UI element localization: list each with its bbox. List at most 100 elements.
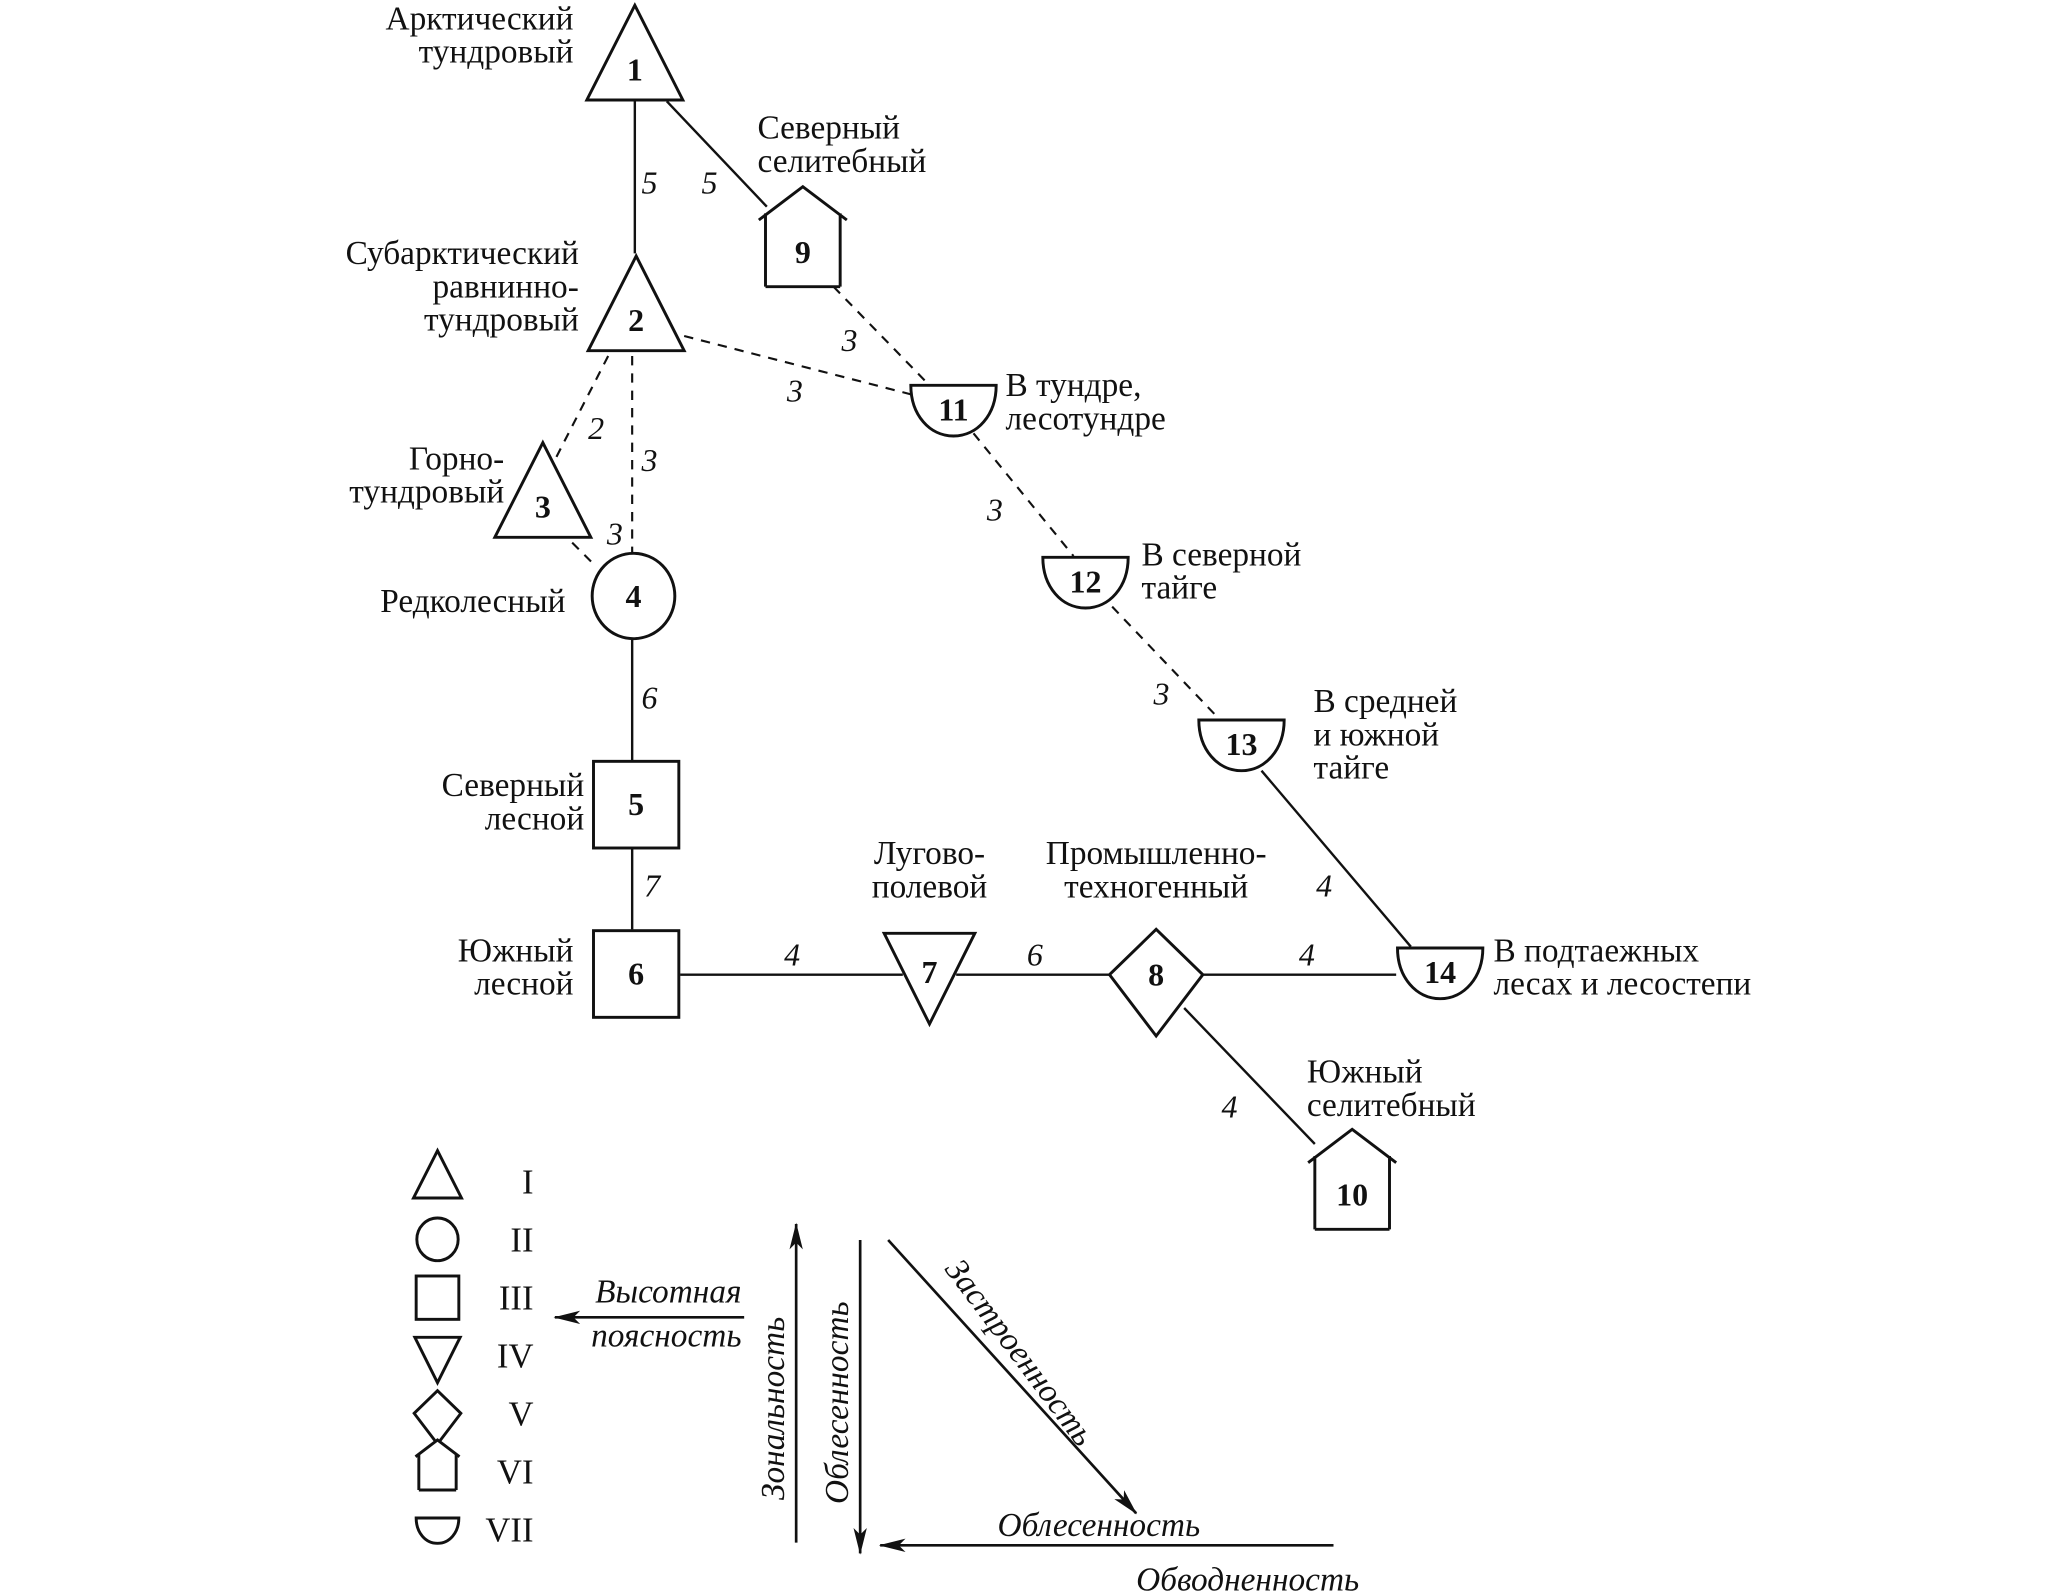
node-12-half-circle-icon — [1041, 555, 1130, 610]
edge-1-9 — [665, 100, 768, 208]
node-label-line: тундровый — [424, 302, 579, 339]
node-8: 8 — [1107, 927, 1205, 1039]
node-13-half-circle-icon — [1197, 718, 1286, 773]
node-label-line: техногенный — [1064, 868, 1248, 905]
node-12-number: 12 — [1070, 563, 1102, 599]
edge-weight-1-2: 5 — [642, 165, 658, 201]
node-7-label: Лугово-полевой — [872, 835, 988, 905]
edge-weight-8-10: 4 — [1222, 1089, 1238, 1125]
node-7-number: 7 — [922, 954, 938, 990]
node-label-line: В тундре, — [1006, 367, 1142, 404]
node-8-number: 8 — [1148, 957, 1164, 993]
legend-inverted-triangle-icon — [412, 1335, 463, 1386]
legend-class-label: VI — [497, 1454, 534, 1492]
node-label-line: лесах и лесостепи — [1494, 966, 1752, 1003]
node-label-line: В подтаежных — [1494, 932, 1700, 969]
node-10: 10 — [1307, 1127, 1398, 1231]
legend-class-label: III — [499, 1280, 534, 1318]
node-1: 1 — [584, 2, 686, 102]
node-label-line: Редколесный — [380, 583, 565, 620]
node-8-diamond-icon — [1107, 927, 1205, 1039]
node-3: 3 — [492, 439, 594, 539]
legend-item-II: II — [415, 1216, 534, 1263]
node-9: 9 — [757, 184, 848, 289]
node-label-line: тундровый — [349, 474, 504, 511]
node-label-line: тундровый — [419, 34, 574, 71]
node-6-square-icon — [592, 929, 681, 1019]
edge-weight-7-8: 6 — [1027, 937, 1043, 973]
built-up-label: Застроенность — [938, 1252, 1102, 1453]
built-up-arrow — [887, 1239, 1138, 1515]
node-9-number: 9 — [795, 234, 811, 270]
legend-house-icon — [414, 1438, 461, 1492]
node-label-line: полевой — [872, 868, 988, 905]
edge-2-3 — [553, 355, 610, 461]
edge-12-13 — [1111, 605, 1221, 721]
forest-cover-horizontal-label: Облесенность — [998, 1507, 1201, 1544]
edge-weight-4-5: 6 — [642, 679, 658, 715]
node-12: 12 — [1041, 555, 1130, 610]
node-3-triangle-icon — [492, 439, 594, 539]
legend-item-I: I — [411, 1147, 534, 1202]
node-label-line: равнинно- — [433, 268, 579, 305]
legend-class-label: I — [522, 1164, 534, 1202]
legend-circle-icon — [415, 1216, 460, 1263]
edge-weight-2-4: 3 — [641, 442, 658, 478]
node-label-line: лесной — [474, 966, 574, 1003]
node-label-line: Северный — [758, 110, 901, 147]
node-label-line: Северный — [442, 767, 585, 804]
edge-8-10 — [1183, 1007, 1316, 1145]
legend-class-label: V — [508, 1396, 533, 1434]
node-9-house-icon — [757, 184, 848, 289]
legend-item-V: V — [412, 1388, 534, 1447]
node-7: 7 — [881, 931, 978, 1028]
forest-cover-vertical-label: Облесенность — [819, 1301, 856, 1504]
node-8-label: Промышленно-техногенный — [1046, 835, 1267, 905]
legend-item-VI: VI — [414, 1438, 534, 1492]
edge-weight-2-11: 3 — [786, 373, 803, 409]
node-13: 13 — [1197, 718, 1286, 773]
node-1-triangle-icon — [584, 2, 686, 102]
node-5-number: 5 — [628, 786, 644, 822]
node-14-number: 14 — [1424, 954, 1456, 990]
node-label-line: и южной — [1314, 716, 1440, 753]
node-label-line: Промышленно- — [1046, 835, 1267, 872]
node-1-number: 1 — [627, 51, 643, 87]
edge-weight-5-6: 7 — [644, 867, 662, 903]
node-label-line: Южный — [1307, 1054, 1423, 1091]
edge-3-4 — [571, 541, 597, 568]
zonality-label: Зональность — [755, 1317, 792, 1500]
edge-9-11 — [832, 285, 931, 387]
node-label-line: В северной — [1142, 536, 1302, 573]
axes-group: Высотная поясность Зональность Облесенно… — [553, 1222, 1359, 1592]
legend-triangle-icon — [411, 1147, 464, 1200]
legend-class-label: VII — [485, 1512, 533, 1550]
legend-item-III: III — [414, 1274, 534, 1321]
node-label-line: Горно- — [409, 440, 504, 477]
node-7-inverted-triangle-icon — [881, 931, 978, 1028]
node-11-number: 11 — [938, 391, 968, 427]
legend-class-label: IV — [497, 1338, 534, 1376]
node-label-line: лесной — [485, 800, 585, 837]
altitudinal-label-line-1: Высотная — [595, 1274, 741, 1311]
edge-weight-9-11: 3 — [841, 322, 858, 358]
node-4-circle-icon — [590, 551, 677, 641]
node-13-number: 13 — [1226, 726, 1258, 762]
edge-weight-12-13: 3 — [1153, 675, 1170, 711]
legend-diamond-icon — [412, 1388, 463, 1447]
legend-item-VII: VII — [414, 1512, 534, 1550]
node-label-line: В средней — [1314, 683, 1458, 720]
legend-item-IV: IV — [412, 1335, 534, 1386]
node-label-line: лесотундре — [1006, 400, 1166, 437]
edge-weight-6-7: 4 — [784, 937, 800, 973]
node-14-half-circle-icon — [1396, 946, 1485, 1001]
edge-weight-3-4: 3 — [606, 515, 623, 551]
